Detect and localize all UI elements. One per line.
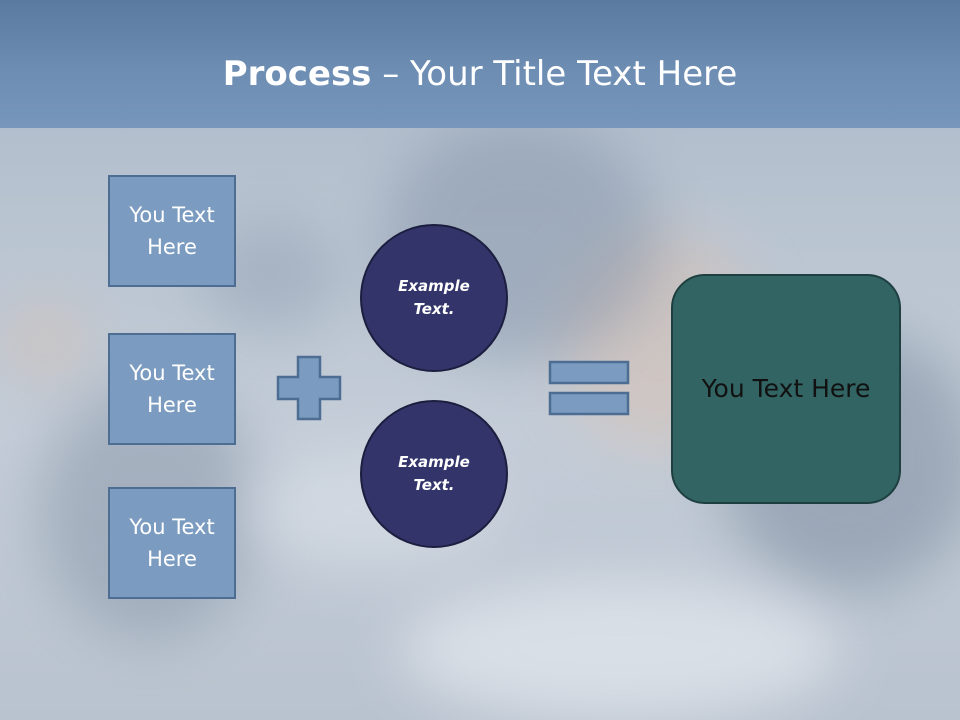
input-box-1: You Text Here xyxy=(108,175,236,287)
slide-title: Process – Your Title Text Here xyxy=(0,52,960,96)
background-photo-hand-left xyxy=(0,300,90,380)
slide-title-bold: Process xyxy=(222,54,372,94)
example-circle-1: Example Text. xyxy=(360,224,508,372)
example-circle-2: Example Text. xyxy=(360,400,508,548)
input-box-label: You Text Here xyxy=(129,203,215,259)
example-circle-label: Example Text. xyxy=(398,453,470,494)
slide-title-rest: – Your Title Text Here xyxy=(371,54,738,94)
plus-icon xyxy=(276,355,342,421)
result-box: You Text Here xyxy=(671,274,901,504)
title-bar xyxy=(0,0,960,128)
input-box-label: You Text Here xyxy=(129,361,215,417)
equals-icon xyxy=(548,360,630,416)
input-box-2: You Text Here xyxy=(108,333,236,445)
input-box-3: You Text Here xyxy=(108,487,236,599)
input-box-label: You Text Here xyxy=(129,515,215,571)
example-circle-label: Example Text. xyxy=(398,277,470,318)
background-photo-paper xyxy=(400,580,840,720)
result-box-label: You Text Here xyxy=(701,374,871,403)
